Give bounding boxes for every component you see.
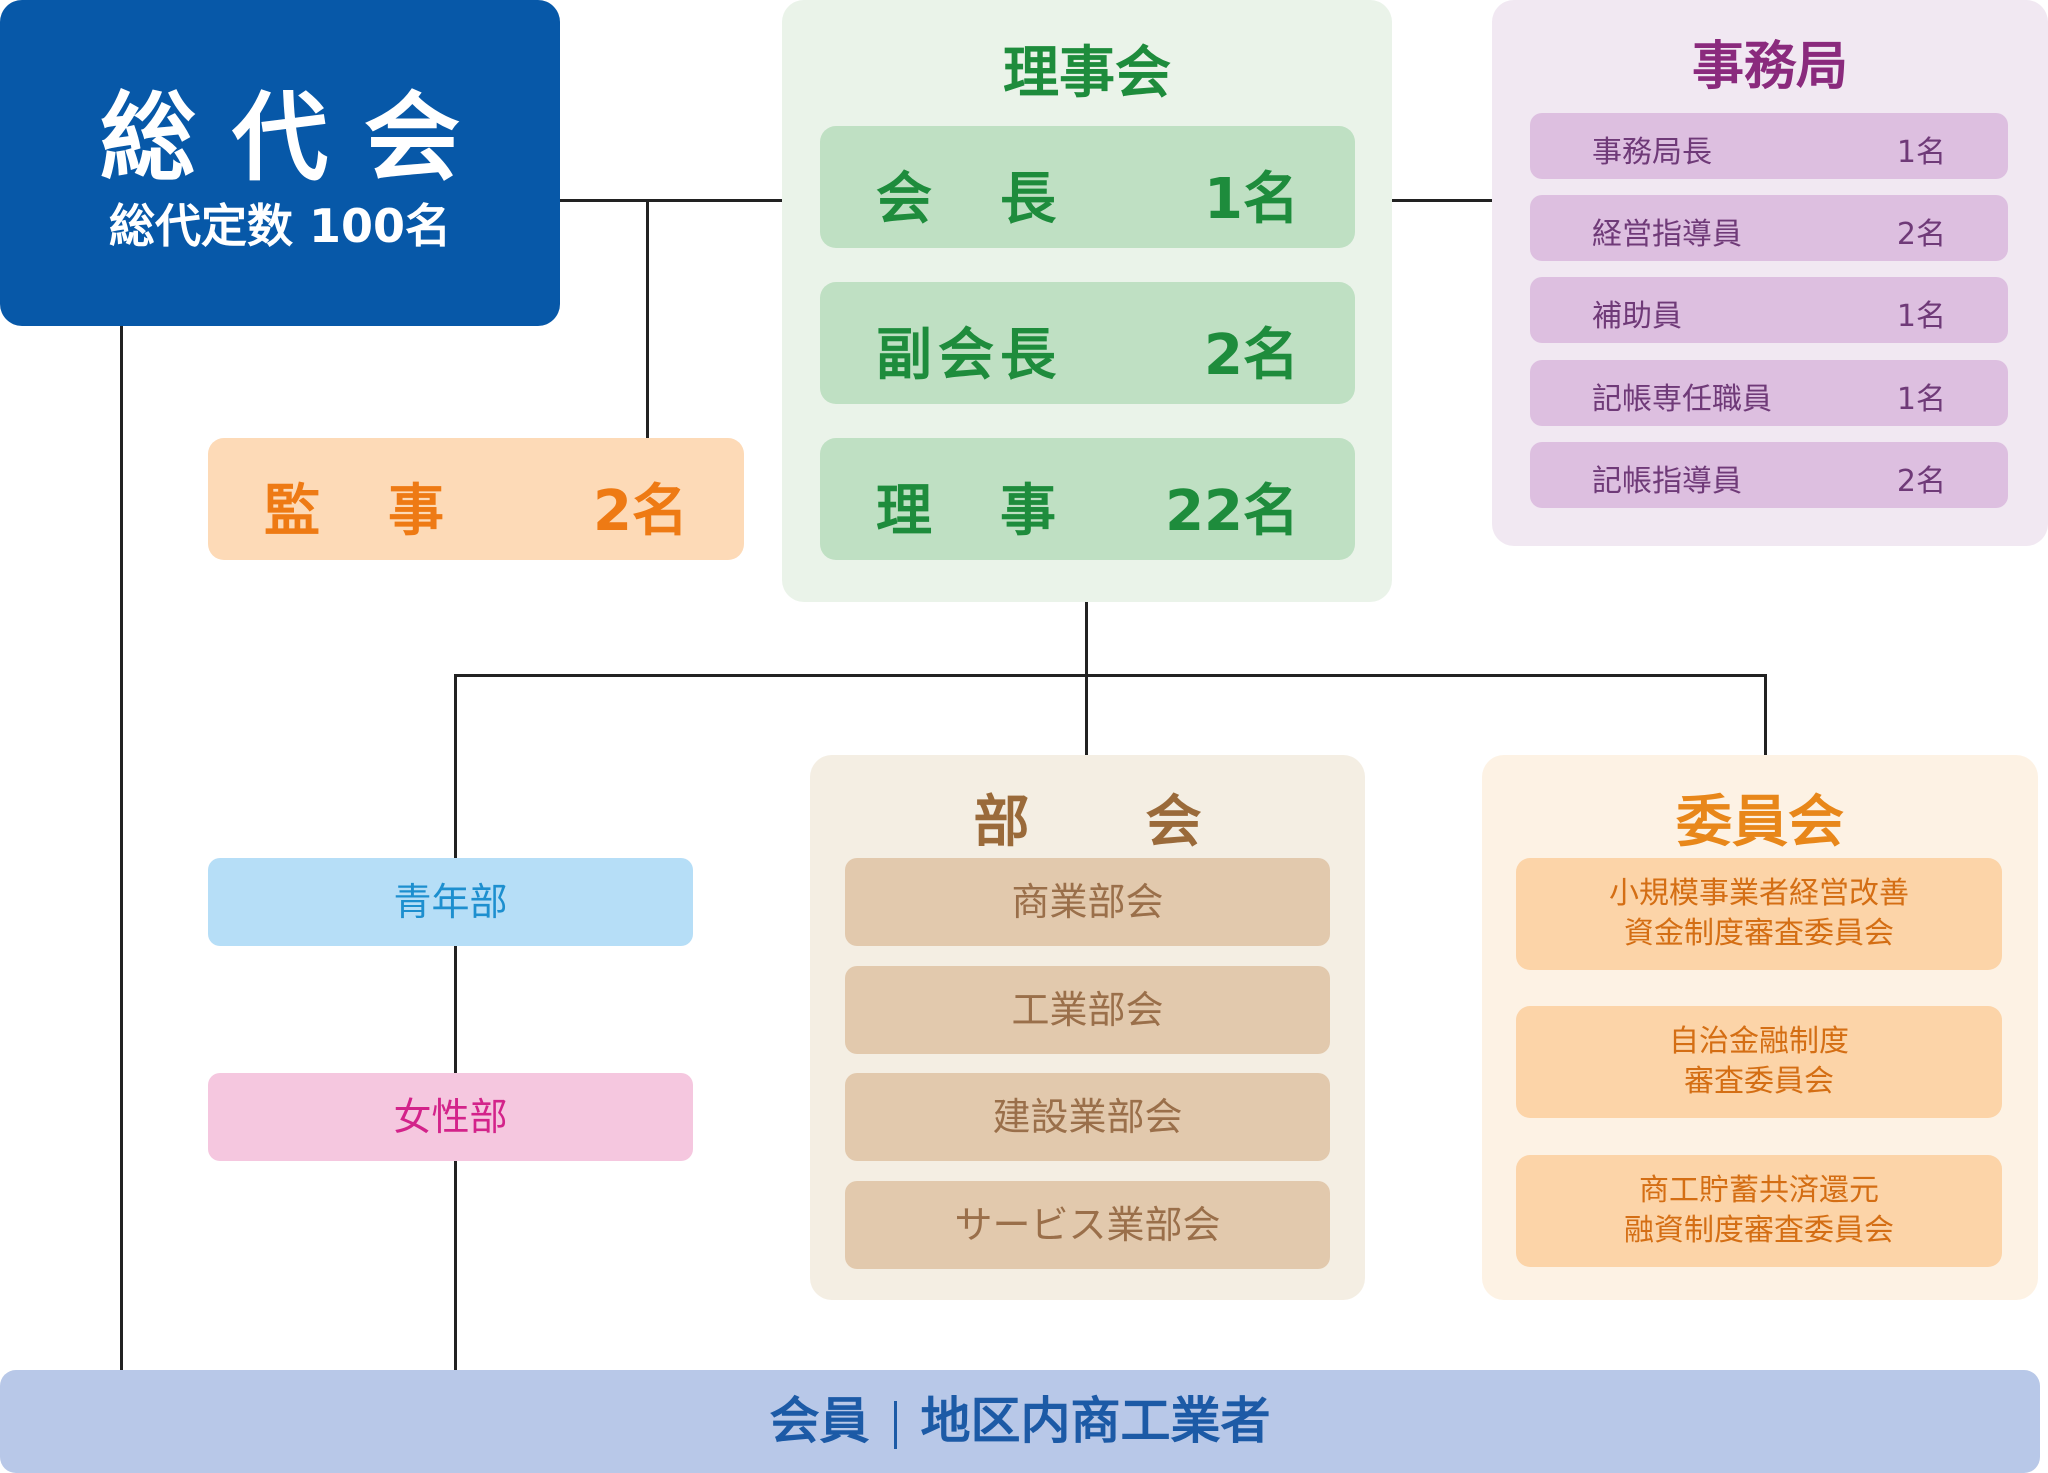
members-separator — [893, 1400, 897, 1449]
secretariat-row-count: 2名 — [1896, 217, 1946, 252]
secretariat-row-count: 1名 — [1896, 135, 1946, 170]
divisions-title: 部 会 — [973, 790, 1232, 855]
connector-line — [120, 326, 123, 1370]
division-item: 工業部会 — [845, 966, 1330, 1054]
general-assembly-box: 総代会 総代定数 100名 — [0, 0, 560, 326]
board-row-count: 2名 — [1204, 323, 1299, 388]
secretariat-row-label: 記帳専任職員 — [1592, 382, 1772, 417]
committee-line2: 審査委員会 — [1684, 1064, 1834, 1099]
auditor-label: 監 事 — [264, 479, 450, 544]
secretariat-title: 事務局 — [1691, 37, 1848, 97]
committee-item: 自治金融制度 審査委員会 — [1516, 1006, 2002, 1118]
secretariat-row-label: 経営指導員 — [1592, 217, 1742, 252]
secretariat-row: 記帳指導員 2名 — [1530, 442, 2008, 508]
committee-item: 小規模事業者経営改善 資金制度審査委員会 — [1516, 858, 2002, 970]
committee-line2: 融資制度審査委員会 — [1624, 1213, 1894, 1248]
auditor-box: 監 事 2名 — [208, 438, 744, 560]
secretariat-row: 事務局長 1名 — [1530, 113, 2008, 179]
connector-line — [560, 199, 782, 202]
secretariat-row-count: 2名 — [1896, 464, 1946, 499]
committee-line2: 資金制度審査委員会 — [1624, 916, 1894, 951]
board-title: 理事会 — [1003, 41, 1171, 106]
secretariat-row-count: 1名 — [1896, 299, 1946, 334]
women-division-box: 女性部 — [208, 1073, 693, 1161]
secretariat-row: 経営指導員 2名 — [1530, 195, 2008, 261]
board-row-count: 22名 — [1165, 479, 1299, 544]
secretariat-row: 補助員 1名 — [1530, 277, 2008, 343]
auditor-count: 2名 — [593, 479, 688, 544]
board-row-count: 1名 — [1204, 167, 1299, 232]
members-label: 会員 — [769, 1392, 870, 1450]
board-row-directors: 理 事 22名 — [820, 438, 1355, 560]
division-item: 建設業部会 — [845, 1073, 1330, 1161]
board-row-chairman: 会 長 1名 — [820, 126, 1355, 248]
committee-line1: 自治金融制度 — [1669, 1024, 1849, 1059]
board-row-label: 理 事 — [876, 479, 1062, 544]
connector-line — [646, 199, 649, 438]
division-item: サービス業部会 — [845, 1181, 1330, 1269]
committee-item: 商工貯蓄共済還元 融資制度審査委員会 — [1516, 1155, 2002, 1267]
members-description: 地区内商工業者 — [920, 1392, 1271, 1450]
secretariat-row: 記帳専任職員 1名 — [1530, 360, 2008, 426]
secretariat-row-label: 記帳指導員 — [1592, 464, 1742, 499]
board-row-vice-chairman: 副会長 2名 — [820, 282, 1355, 404]
committee-line1: 商工貯蓄共済還元 — [1639, 1173, 1879, 1208]
division-item: 商業部会 — [845, 858, 1330, 946]
general-assembly-title: 総代会 — [100, 82, 496, 194]
secretariat-row-label: 補助員 — [1592, 299, 1682, 334]
committee-line1: 小規模事業者経営改善 — [1609, 876, 1909, 911]
members-bar: 会員地区内商工業者 — [0, 1370, 2040, 1473]
connector-line — [1764, 674, 1767, 755]
connector-line — [454, 674, 1766, 677]
general-assembly-subtitle: 総代定数 100名 — [108, 199, 452, 253]
youth-division-box: 青年部 — [208, 858, 693, 946]
connector-line — [1392, 199, 1492, 202]
secretariat-row-label: 事務局長 — [1592, 135, 1712, 170]
connector-line — [1085, 602, 1088, 755]
committees-title: 委員会 — [1676, 790, 1844, 855]
board-row-label: 会 長 — [876, 167, 1062, 232]
board-row-label: 副会長 — [876, 323, 1062, 388]
secretariat-row-count: 1名 — [1896, 382, 1946, 417]
connector-line — [454, 674, 457, 1370]
